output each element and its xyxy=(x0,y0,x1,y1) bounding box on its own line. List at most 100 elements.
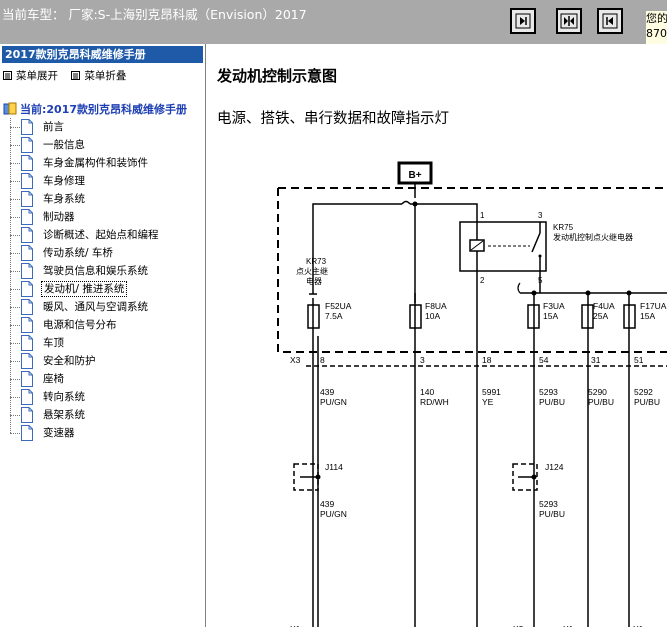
sidebar-item[interactable]: 车顶 xyxy=(0,334,205,352)
sidebar-item[interactable]: 发动机/ 推进系统 xyxy=(0,280,205,298)
sidebar-item[interactable]: 变速器 xyxy=(0,424,205,442)
relay-kr73-id: KR73 xyxy=(306,257,327,266)
document-icon xyxy=(21,263,33,279)
fuse-f52ua-id: F52UA xyxy=(325,301,352,311)
wire-439-color: PU/GN xyxy=(320,397,347,407)
splice-j114-color: PU/GN xyxy=(320,509,347,519)
sidebar-item[interactable]: 安全和防护 xyxy=(0,352,205,370)
tree-connector xyxy=(10,343,20,344)
wire-5293-color: PU/BU xyxy=(539,397,565,407)
sidebar-item-label: 变速器 xyxy=(43,427,75,439)
fuse-f3ua-id: F3UA xyxy=(543,301,565,311)
sidebar-item-label: 驾驶员信息和娱乐系统 xyxy=(43,265,148,277)
sidebar-item-label: 诊断概述、起始点和编程 xyxy=(43,229,159,241)
menu-collapse-button[interactable]: 菜单折叠 xyxy=(71,68,126,83)
relay-pin-1: 1 xyxy=(480,211,485,220)
sidebar-item[interactable]: 前言 xyxy=(0,118,205,136)
document-icon xyxy=(21,119,33,135)
sidebar-item[interactable]: 悬架系统 xyxy=(0,406,205,424)
sidebar-item-label: 暖风、通风与空调系统 xyxy=(43,301,148,313)
user-info-text: 您的 xyxy=(646,12,667,25)
sidebar-item[interactable]: 驾驶员信息和娱乐系统 xyxy=(0,262,205,280)
sidebar-item[interactable]: 电源和信号分布 xyxy=(0,316,205,334)
wire-5991-circuit: 5991 xyxy=(482,387,501,397)
tree-connector xyxy=(10,397,20,398)
connector-x3: X3 xyxy=(290,355,301,365)
double-arrow-outward-icon xyxy=(560,13,578,29)
wire-140-circuit: 140 xyxy=(420,387,434,397)
document-icon xyxy=(21,173,33,189)
document-icon xyxy=(21,227,33,243)
document-icon xyxy=(21,299,33,315)
fuse-f17ua-rating: 15A xyxy=(640,311,655,321)
splice-j124-color: PU/BU xyxy=(539,509,565,519)
sidebar-item[interactable]: 制动器 xyxy=(0,208,205,226)
fuse-f52ua: F52UA 7.5A xyxy=(307,298,352,336)
current-model-label: 当前车型： 厂家:S-上海别克昂科威（Envision）2017 xyxy=(2,7,307,22)
tree-connector xyxy=(10,415,20,416)
sidebar-item[interactable]: 一般信息 xyxy=(0,136,205,154)
bus-left xyxy=(312,203,402,211)
prev-section-button[interactable] xyxy=(510,8,536,34)
tree-connector xyxy=(10,145,20,146)
sidebar-item[interactable]: 传动系统/ 车桥 xyxy=(0,244,205,262)
user-info-number: 870 xyxy=(646,27,667,40)
tree-connector xyxy=(10,253,20,254)
sidebar-item[interactable]: 车身修理 xyxy=(0,172,205,190)
tree-connector xyxy=(10,379,20,380)
tree-connector xyxy=(10,271,20,272)
relay-kr75-name: 发动机控制点火继电器 xyxy=(553,232,633,242)
menu-expand-label: 菜单展开 xyxy=(16,70,58,82)
terminal-8: 8 xyxy=(320,355,325,365)
wire-5292-color: PU/BU xyxy=(634,397,660,407)
fuse-f4ua: F4UA 25A xyxy=(581,301,615,329)
sidebar-item-label: 车身修理 xyxy=(43,175,85,187)
relay-pin-3: 3 xyxy=(538,211,543,220)
sidebar-item-label: 安全和防护 xyxy=(43,355,96,367)
sidebar-item-label: 一般信息 xyxy=(43,139,85,151)
sidebar-item[interactable]: 座椅 xyxy=(0,370,205,388)
sidebar-item-label: 座椅 xyxy=(43,373,64,385)
tree-connector xyxy=(10,235,20,236)
manual-title: 2017款别克昂科威维修手册 xyxy=(2,46,203,63)
sidebar-item[interactable]: 车身金属构件和装饰件 xyxy=(0,154,205,172)
sidebar-item[interactable]: 车身系统 xyxy=(0,190,205,208)
splice-j124-circuit: 5293 xyxy=(539,499,558,509)
menu-list-icon xyxy=(71,71,81,80)
wire-5293-circuit: 5293 xyxy=(539,387,558,397)
arrow-left-into-bar-icon xyxy=(602,13,618,29)
expand-split-button[interactable] xyxy=(556,8,582,34)
top-bar: 当前车型： 厂家:S-上海别克昂科威（Envision）2017 您的 870 xyxy=(0,0,667,44)
relay-pin-2: 2 xyxy=(480,276,485,285)
sidebar-item-label: 制动器 xyxy=(43,211,75,223)
sidebar-item[interactable]: 诊断概述、起始点和编程 xyxy=(0,226,205,244)
document-icon xyxy=(21,155,33,171)
sidebar-item-label: 电源和信号分布 xyxy=(43,319,117,331)
next-section-button[interactable] xyxy=(597,8,623,34)
fuse-block-outline xyxy=(277,187,667,353)
tree-connector xyxy=(10,217,20,218)
sidebar-item-label: 前言 xyxy=(43,121,64,133)
wire-5290-color: PU/BU xyxy=(588,397,614,407)
splice-j124-id: J124 xyxy=(545,462,564,472)
content-pane: 发动机控制示意图 电源、搭铁、串行数据和故障指示灯 B+ 1 3 2 5 KR7… xyxy=(206,44,667,627)
relay-kr73-name1: 点火主继 xyxy=(296,266,328,276)
document-icon xyxy=(21,407,33,423)
relay-kr73-name2: 电器 xyxy=(306,276,322,286)
relay-kr75-id: KR75 xyxy=(553,223,574,232)
sidebar-item-label: 车身系统 xyxy=(43,193,85,205)
document-icon xyxy=(21,389,33,405)
menu-collapse-label: 菜单折叠 xyxy=(84,70,127,82)
tree-root[interactable]: 当前:2017款别克昂科威维修手册 xyxy=(3,101,187,117)
fuse-f52ua-rating: 7.5A xyxy=(325,311,343,321)
menu-expand-button[interactable]: 菜单展开 xyxy=(3,68,58,83)
wiring-diagram: B+ 1 3 2 5 KR75 发动机控制点火继电器 KR73 点火主继 电器 xyxy=(277,161,667,627)
fuse-f17ua: F17UA 15A xyxy=(623,301,667,329)
document-icon xyxy=(21,425,33,441)
fuse-f4ua-id: F4UA xyxy=(593,301,615,311)
sidebar-item[interactable]: 转向系统 xyxy=(0,388,205,406)
page-subtitle: 电源、搭铁、串行数据和故障指示灯 xyxy=(217,111,449,127)
terminal-54: 54 xyxy=(539,355,549,365)
sidebar-item[interactable]: 暖风、通风与空调系统 xyxy=(0,298,205,316)
tree-connector xyxy=(10,361,20,362)
